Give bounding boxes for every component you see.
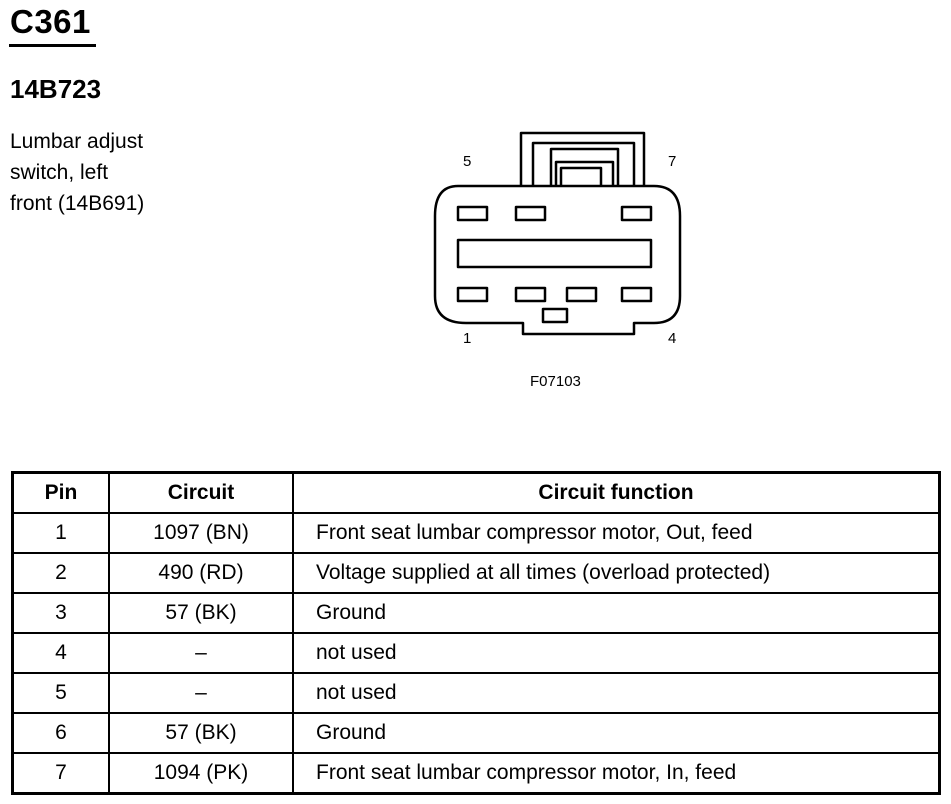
circuit-cell: 57 (BK) <box>108 712 294 754</box>
function-cell: not used <box>292 672 941 714</box>
pin-cell: 6 <box>11 712 110 754</box>
header-circuit: Circuit <box>108 471 294 514</box>
pin-cell: 4 <box>11 632 110 674</box>
pin-cell: 3 <box>11 592 110 634</box>
pin-cell: 1 <box>11 512 110 554</box>
table-header-row: Pin Circuit Circuit function <box>11 471 941 514</box>
table-row: 4 – not used <box>11 632 941 674</box>
pin-cell: 7 <box>11 752 110 795</box>
pin-label-5: 5 <box>463 153 471 170</box>
locking-tab <box>519 131 646 186</box>
pin-cavity <box>620 205 653 222</box>
circuit-cell: 1097 (BN) <box>108 512 294 554</box>
pin-cavity <box>456 205 489 222</box>
connector-housing <box>433 184 682 336</box>
function-cell: not used <box>292 632 941 674</box>
connector-id: C361 <box>10 3 91 40</box>
connector-face-diagram: 5 7 1 4 F07103 <box>433 131 682 390</box>
part-number: 14B723 <box>10 74 102 104</box>
pin-label-4: 4 <box>668 330 676 347</box>
pin-cavity <box>456 286 489 303</box>
function-cell: Ground <box>292 712 941 754</box>
polarizing-key <box>541 307 569 324</box>
header-pin: Pin <box>11 471 110 514</box>
pin-cell: 2 <box>11 552 110 594</box>
title-underline <box>9 44 96 47</box>
table-row: 1 1097 (BN) Front seat lumbar compressor… <box>11 512 941 554</box>
description-line: Lumbar adjust <box>10 130 144 153</box>
circuit-cell: – <box>108 632 294 674</box>
pin-table: Pin Circuit Circuit function 1 1097 (BN)… <box>11 471 941 795</box>
pin-cavity <box>514 286 547 303</box>
function-cell: Front seat lumbar compressor motor, Out,… <box>292 512 941 554</box>
pin-cavity <box>620 286 653 303</box>
circuit-cell: 1094 (PK) <box>108 752 294 795</box>
pin-cavity <box>565 286 598 303</box>
table-row: 3 57 (BK) Ground <box>11 592 941 634</box>
connector-description: Lumbar adjust switch, left front (14B691… <box>10 126 210 219</box>
pin-label-7: 7 <box>668 153 676 170</box>
description-line: front (14B691) <box>10 192 145 215</box>
circuit-cell: – <box>108 672 294 714</box>
circuit-cell: 490 (RD) <box>108 552 294 594</box>
circuit-cell: 57 (BK) <box>108 592 294 634</box>
table-row: 5 – not used <box>11 672 941 714</box>
table-row: 2 490 (RD) Voltage supplied at all times… <box>11 552 941 594</box>
function-cell: Front seat lumbar compressor motor, In, … <box>292 752 941 795</box>
figure-id: F07103 <box>530 373 581 390</box>
function-cell: Ground <box>292 592 941 634</box>
pin-cell: 5 <box>11 672 110 714</box>
table-row: 6 57 (BK) Ground <box>11 712 941 754</box>
pin-cavity <box>514 205 547 222</box>
function-cell: Voltage supplied at all times (overload … <box>292 552 941 594</box>
pin-label-1: 1 <box>463 330 471 347</box>
table-row: 7 1094 (PK) Front seat lumbar compressor… <box>11 752 941 795</box>
center-slot <box>456 238 653 269</box>
description-line: switch, left <box>10 161 109 184</box>
header-circuit-function: Circuit function <box>292 471 941 514</box>
